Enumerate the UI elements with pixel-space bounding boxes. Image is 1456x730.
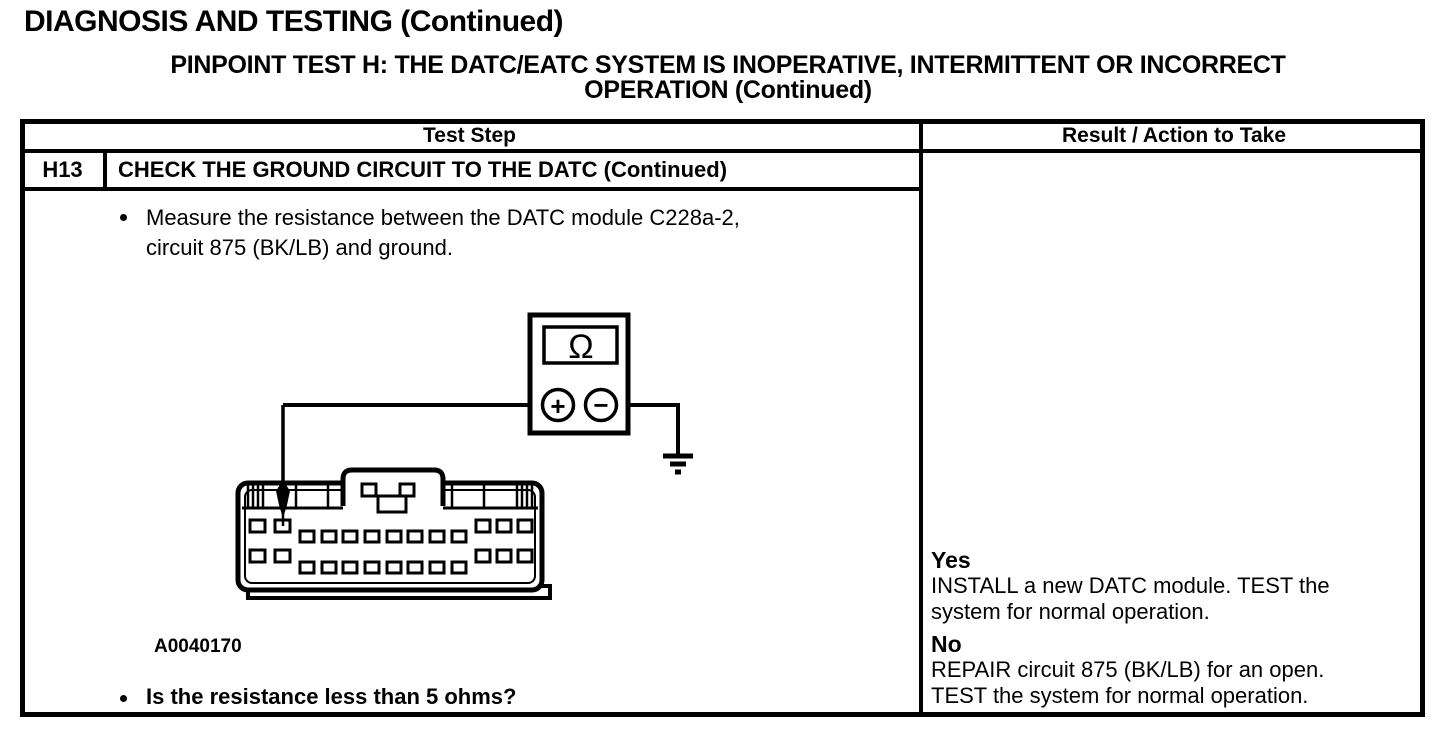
plus-symbol: + [550,391,565,421]
instruction-line-2: circuit 875 (BK/LB) and ground. [146,235,453,260]
step-id: H13 [42,157,83,182]
pinpoint-test-table [20,119,1425,717]
instruction-line-1: Measure the resistance between the DATC … [146,205,740,230]
minus-symbol: − [593,390,608,420]
connector-hatch-left [246,485,330,508]
bullet-icon [120,214,127,221]
figure-reference-number: A0040170 [154,636,242,657]
result-action-cell: Yes INSTALL a new DATC module. TEST the … [931,547,1418,709]
ohm-symbol: Ω [568,328,593,366]
latch-window-left [360,482,378,498]
ground-symbol-icon [663,453,693,475]
subtitle-line-1: PINPOINT TEST H: THE DATC/EATC SYSTEM IS… [170,51,1286,79]
test-probe-icon [276,405,290,526]
column-header-test-step: Test Step [423,124,516,147]
ohmmeter-drawing: Ω + − [527,312,631,436]
step-question: Is the resistance less than 5 ohms? [146,684,517,709]
column-header-result: Result / Action to Take [1061,124,1287,147]
no-action-line-1: REPAIR circuit 875 (BK/LB) for an open. [931,657,1325,682]
test-lead-wires [283,403,680,456]
ohmmeter-display [542,325,619,365]
instruction-text: Measure the resistance between the DATC … [146,203,740,263]
latch-center-notch [376,494,408,514]
step-row-bottom-border [20,187,923,191]
page-title: DIAGNOSIS AND TESTING (Continued) [24,5,564,38]
negative-terminal-icon [583,387,619,423]
connector-pins-bottom-row [248,548,534,575]
connector-hatch-right [450,485,534,508]
pinpoint-test-subtitle: PINPOINT TEST H: THE DATC/EATC SYSTEM IS… [0,53,1456,103]
step-title: CHECK THE GROUND CIRCUIT TO THE DATC (Co… [118,157,728,182]
yes-action-line-1: INSTALL a new DATC module. TEST the [931,573,1330,598]
ohmmeter-connector-diagram: Ω + − [235,312,693,600]
no-action-line-2: TEST the system for normal operation. [931,683,1309,708]
step-id-cell-divider [103,149,107,191]
bullet-icon [120,695,127,702]
latch-window-right [398,482,416,498]
table-column-divider [919,119,923,717]
result-yes-block: Yes INSTALL a new DATC module. TEST the … [931,547,1418,625]
verdict-yes: Yes [931,547,971,573]
result-no-block: No REPAIR circuit 875 (BK/LB) for an ope… [931,631,1418,709]
table-header-bottom-border [20,149,1425,153]
connector-drawing [235,467,552,600]
verdict-no: No [931,631,962,657]
yes-action-line-2: system for normal operation. [931,599,1210,624]
positive-terminal-icon [540,387,576,423]
subtitle-line-2: OPERATION (Continued) [584,76,872,104]
